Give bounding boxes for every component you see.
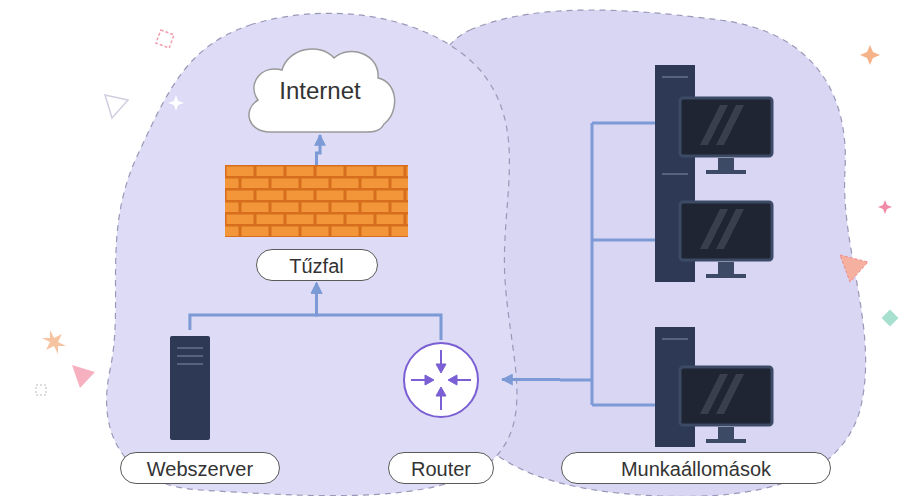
- node-label: Router: [388, 452, 494, 484]
- workstation-node: Munkaállomások: [560, 60, 832, 486]
- cloud-node: Internet: [240, 40, 400, 135]
- left-region: [107, 13, 517, 495]
- router-node: Router: [380, 340, 502, 486]
- decor: [36, 385, 46, 395]
- decor: [156, 30, 174, 48]
- decor: [105, 95, 128, 118]
- connector-arrow: [190, 283, 317, 330]
- workstation-icons: [655, 65, 772, 447]
- decor: [168, 95, 184, 111]
- connector-arrow: [502, 378, 560, 381]
- node-label: Munkaállomások: [561, 452, 831, 484]
- server-node: Webszerver: [110, 330, 290, 486]
- decor: [860, 45, 880, 65]
- decor: [882, 310, 899, 327]
- connector-arrow: [317, 283, 442, 340]
- node-label: Tűzfal: [256, 249, 378, 281]
- decor: [878, 200, 892, 214]
- server-icon: [170, 336, 210, 440]
- connector-arrow: [317, 135, 321, 165]
- workstation-wires: [560, 123, 655, 405]
- cloud-label: Internet: [279, 76, 360, 104]
- node-label: Webszerver: [120, 452, 280, 484]
- decor: [42, 330, 66, 354]
- decor: [72, 365, 95, 388]
- firewall-node: Tűzfal: [225, 165, 408, 283]
- firewall-bricks: [225, 165, 408, 237]
- decor: [840, 255, 868, 282]
- router-icon: [404, 343, 478, 417]
